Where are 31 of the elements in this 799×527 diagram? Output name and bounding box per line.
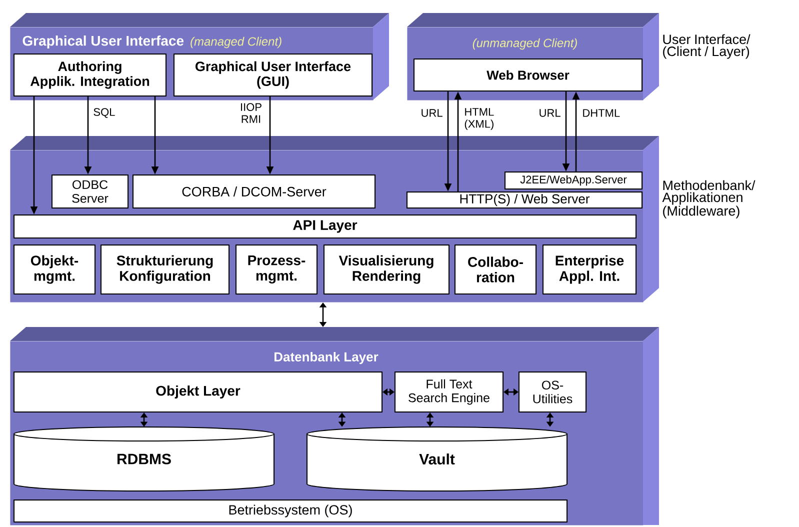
- layer-label: User Interface/ (Client / Layer): [663, 34, 750, 59]
- layer-label: Methodenbank/ Applikationen (Middleware): [662, 180, 756, 218]
- component-box: Objekt- mgmt.: [14, 244, 96, 294]
- edge-label: URL: [540, 109, 560, 117]
- database-cylinder: Vault: [306, 426, 568, 492]
- edge-label: SQL: [94, 108, 115, 118]
- component-box: Objekt Layer: [14, 372, 382, 412]
- edge-label: DHTML: [583, 109, 620, 117]
- panel-heading: Datenbank Layer: [274, 352, 378, 364]
- component-box: Visualisierung Rendering: [324, 244, 450, 294]
- edge-label: URL: [422, 109, 442, 117]
- component-box: Strukturierung Konfiguration: [100, 244, 230, 294]
- arrow: [504, 388, 518, 396]
- panel-heading: Graphical User Interface (managed Client): [22, 35, 282, 49]
- component-box: Prozess- mgmt.: [236, 244, 318, 294]
- edge-label: IIOP RMI: [241, 103, 262, 123]
- component-box: ODBC Server: [52, 174, 128, 208]
- component-box: Enterprise Appl. Int.: [542, 244, 636, 294]
- component-box: OS- Utilities: [518, 372, 586, 412]
- component-box: Betriebssystem (OS): [14, 500, 568, 522]
- component-box: API Layer: [14, 214, 636, 238]
- component-box: HTTP(S) / Web Server: [406, 192, 642, 208]
- component-box: J2EE/WebApp.Server: [504, 172, 642, 190]
- component-box: Graphical User Interface (GUI): [174, 54, 372, 96]
- component-box: Collabo- ration: [454, 244, 536, 294]
- edge-label: HTML (XML): [464, 108, 494, 130]
- component-box: CORBA / DCOM-Server: [132, 174, 376, 208]
- component-box: Authoring Applik. Integration: [14, 54, 166, 96]
- arrow: [382, 388, 394, 396]
- component-box: Full Text Search Engine: [394, 372, 504, 412]
- database-cylinder: RDBMS: [14, 426, 274, 492]
